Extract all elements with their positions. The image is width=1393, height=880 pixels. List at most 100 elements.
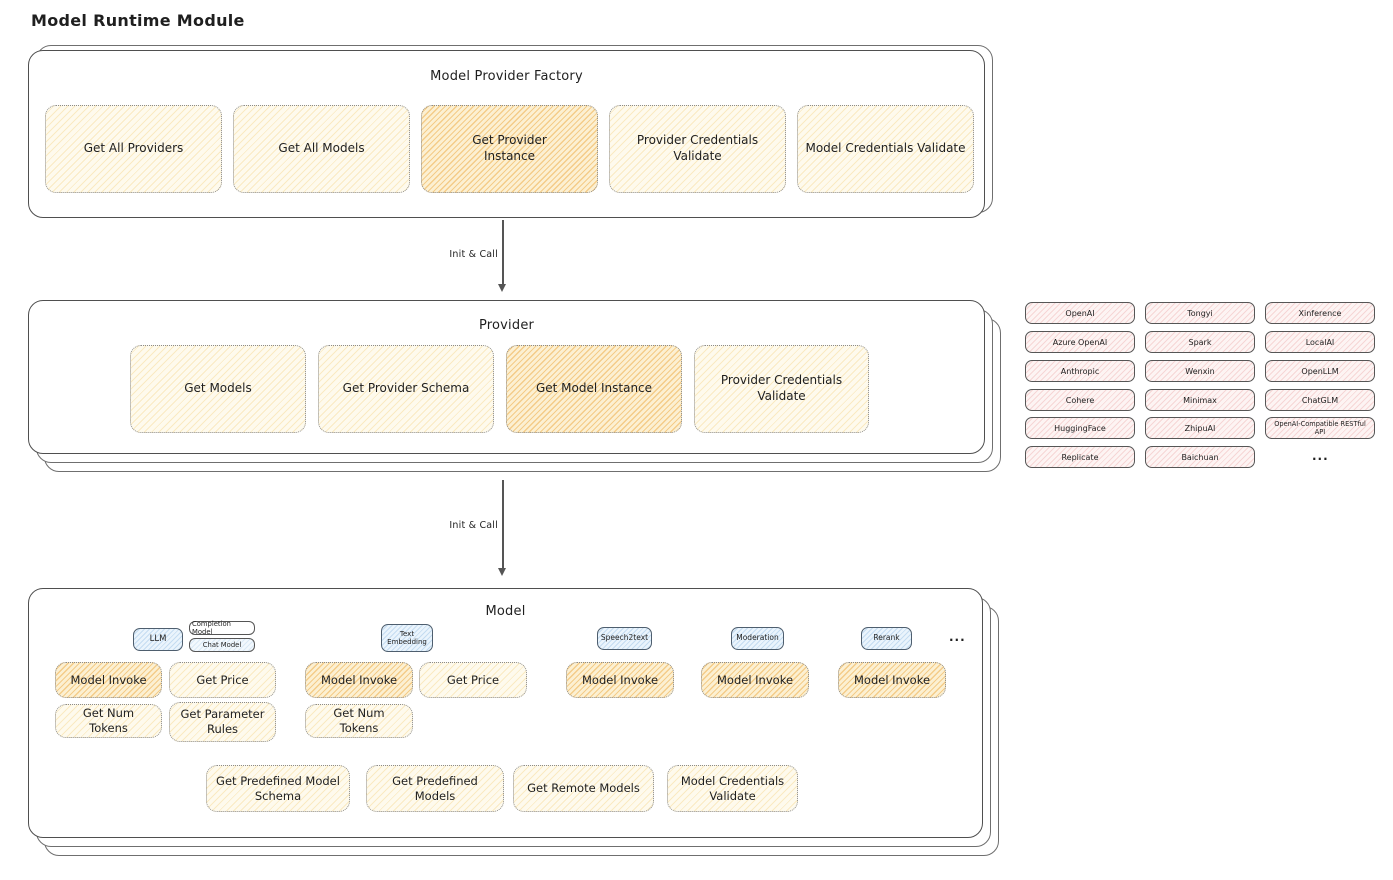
tab-label: Speech2text <box>600 633 649 643</box>
method-label: Model Invoke <box>70 672 147 687</box>
factory-method-get-all-models[interactable]: Get All Models <box>233 105 410 193</box>
provider-chip-wenxin[interactable]: Wenxin <box>1145 360 1255 382</box>
tab-label: Text Embedding <box>387 629 427 646</box>
speech2text-model-invoke[interactable]: Model Invoke <box>566 662 674 698</box>
method-label: Get Predefined Model Schema <box>216 773 340 803</box>
llm-get-num-tokens[interactable]: Get Num Tokens <box>55 704 162 738</box>
llm-get-price[interactable]: Get Price <box>169 662 276 698</box>
llm-get-parameter-rules[interactable]: Get Parameter Rules <box>169 702 276 742</box>
chip-label: Anthropic <box>1060 366 1100 376</box>
chip-label: OpenAI-Compatible RESTful API <box>1274 420 1366 436</box>
method-label: Get Num Tokens <box>82 706 135 735</box>
provider-title: Provider <box>478 318 535 333</box>
arrow-head <box>498 568 506 576</box>
tab-rerank[interactable]: Rerank <box>861 627 912 650</box>
method-label: Model Credentials Validate <box>680 773 785 803</box>
chip-label: Azure OpenAI <box>1052 337 1108 347</box>
chip-label: HuggingFace <box>1054 423 1106 433</box>
provider-chip-spark[interactable]: Spark <box>1145 331 1255 353</box>
text-embedding-get-num-tokens[interactable]: Get Num Tokens <box>305 704 413 738</box>
method-label: Get All Providers <box>83 141 184 156</box>
page-title: Model Runtime Module <box>31 11 245 30</box>
provider-chip-zhipuai[interactable]: ZhipuAI <box>1145 417 1255 439</box>
method-label: Get Provider Schema <box>342 381 470 396</box>
model-method-get-predefined-models[interactable]: Get Predefined Models <box>366 765 504 812</box>
tab-completion-model[interactable]: Completion Model <box>189 620 255 636</box>
provider-chip-azure-openai[interactable]: Azure OpenAI <box>1025 331 1135 353</box>
provider-chip-chatglm[interactable]: ChatGLM <box>1265 389 1375 411</box>
chip-label: Spark <box>1188 337 1212 347</box>
provider-chip-openllm[interactable]: OpenLLM <box>1265 360 1375 382</box>
rerank-model-invoke[interactable]: Model Invoke <box>838 662 946 698</box>
tab-llm[interactable]: LLM <box>133 628 183 651</box>
method-label: Get Num Tokens <box>333 706 385 735</box>
moderation-model-invoke[interactable]: Model Invoke <box>701 662 809 698</box>
provider-chip-tongyi[interactable]: Tongyi <box>1145 302 1255 324</box>
provider-chip-openai-compatible-restful-api[interactable]: OpenAI-Compatible RESTful API <box>1265 417 1375 439</box>
method-label: Get Models <box>184 381 252 396</box>
chip-label: Tongyi <box>1187 308 1213 318</box>
chip-label: Baichuan <box>1181 452 1219 462</box>
provider-method-get-models[interactable]: Get Models <box>130 345 306 433</box>
chip-label: Replicate <box>1061 452 1099 462</box>
llm-model-invoke[interactable]: Model Invoke <box>55 662 162 698</box>
text-embedding-model-invoke[interactable]: Model Invoke <box>305 662 413 698</box>
method-label: Provider Credentials Validate <box>636 133 759 163</box>
factory-method-model-credentials-validate[interactable]: Model Credentials Validate <box>797 105 974 193</box>
provider-method-get-model-instance[interactable]: Get Model Instance <box>506 345 682 433</box>
tab-speech2text[interactable]: Speech2text <box>597 627 652 650</box>
factory-method-get-all-providers[interactable]: Get All Providers <box>45 105 222 193</box>
chip-label: LocalAI <box>1305 337 1335 347</box>
arrow-line <box>502 480 504 568</box>
tab-text-embedding[interactable]: Text Embedding <box>381 624 433 652</box>
arrow-head <box>498 284 506 292</box>
chip-label: OpenAI <box>1065 308 1095 318</box>
method-label: Get Price <box>446 672 500 687</box>
chip-label: Xinference <box>1298 308 1342 318</box>
model-tabs-more-ellipsis: ... <box>949 630 966 644</box>
provider-method-get-provider-schema[interactable]: Get Provider Schema <box>318 345 494 433</box>
provider-chip-huggingface[interactable]: HuggingFace <box>1025 417 1135 439</box>
provider-chip-xinference[interactable]: Xinference <box>1265 302 1375 324</box>
method-label: Get Price <box>196 672 249 687</box>
method-label: Get Remote Models <box>527 781 640 796</box>
provider-chip-replicate[interactable]: Replicate <box>1025 446 1135 468</box>
method-label: Get All Models <box>278 141 365 156</box>
provider-chip-openai[interactable]: OpenAI <box>1025 302 1135 324</box>
tab-moderation[interactable]: Moderation <box>731 627 784 650</box>
chip-label: Wenxin <box>1185 366 1215 376</box>
provider-chip-anthropic[interactable]: Anthropic <box>1025 360 1135 382</box>
chip-label: Minimax <box>1183 395 1217 405</box>
text-embedding-get-price[interactable]: Get Price <box>419 662 527 698</box>
tab-label: LLM <box>149 633 167 644</box>
chip-label: OpenLLM <box>1301 366 1339 376</box>
chip-label: ChatGLM <box>1301 395 1339 405</box>
model-method-model-credentials-validate[interactable]: Model Credentials Validate <box>667 765 798 812</box>
tab-label: Completion Model <box>192 620 231 636</box>
model-method-get-remote-models[interactable]: Get Remote Models <box>513 765 654 812</box>
provider-chip-minimax[interactable]: Minimax <box>1145 389 1255 411</box>
provider-chip-cohere[interactable]: Cohere <box>1025 389 1135 411</box>
method-label: Model Invoke <box>716 672 794 687</box>
chip-label: Cohere <box>1065 395 1095 405</box>
init-call-label-2: Init & Call <box>449 520 498 531</box>
method-label: Get Provider Instance <box>472 133 547 163</box>
model-title: Model <box>485 604 526 619</box>
factory-title: Model Provider Factory <box>430 69 583 84</box>
model-method-get-predefined-model-schema[interactable]: Get Predefined Model Schema <box>206 765 350 812</box>
method-label: Model Invoke <box>581 672 659 687</box>
provider-chip-baichuan[interactable]: Baichuan <box>1145 446 1255 468</box>
method-label: Model Invoke <box>853 672 931 687</box>
method-label: Model Invoke <box>320 672 398 687</box>
tab-label: Moderation <box>736 633 779 643</box>
method-label: Model Credentials Validate <box>805 141 966 156</box>
tab-label: Chat Model <box>202 641 242 649</box>
init-call-label-1: Init & Call <box>449 249 498 260</box>
method-label: Get Parameter Rules <box>180 707 265 736</box>
chip-label: ZhipuAI <box>1184 423 1216 433</box>
provider-method-provider-credentials-validate[interactable]: Provider Credentials Validate <box>694 345 869 433</box>
tab-chat-model[interactable]: Chat Model <box>189 638 255 652</box>
provider-chip-localai[interactable]: LocalAI <box>1265 331 1375 353</box>
factory-method-get-provider-instance[interactable]: Get Provider Instance <box>421 105 598 193</box>
factory-method-provider-credentials-validate[interactable]: Provider Credentials Validate <box>609 105 786 193</box>
